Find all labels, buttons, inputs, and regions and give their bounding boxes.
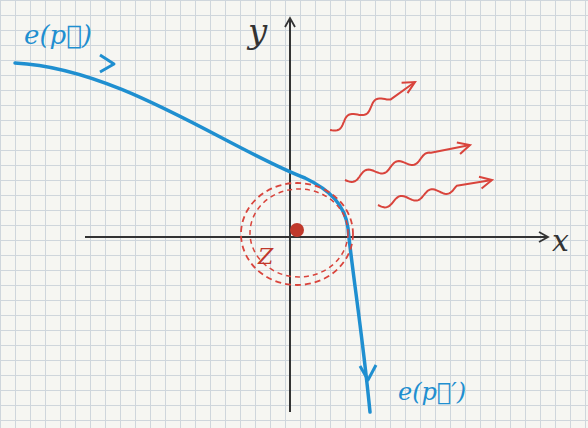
nucleus-outline (238, 180, 356, 288)
axis-label: y (248, 14, 267, 48)
x-axis (85, 236, 548, 238)
photon-head (457, 142, 470, 154)
nucleus-region: Z (238, 180, 356, 288)
particle-label: e(p⃗′) (398, 380, 466, 404)
nucleus-dot (290, 223, 304, 237)
photon (345, 145, 470, 182)
charge-label: Z (258, 246, 273, 268)
y-axis (289, 18, 291, 412)
photon (378, 180, 492, 207)
electron-arrow (100, 55, 114, 72)
electron-path (15, 63, 370, 412)
particle-label: e(p⃗) (24, 22, 92, 48)
axis-label: x (552, 226, 569, 256)
electron-arrow (360, 365, 376, 380)
photon (330, 82, 415, 131)
photon-head (479, 177, 492, 189)
photon-head (402, 82, 415, 93)
